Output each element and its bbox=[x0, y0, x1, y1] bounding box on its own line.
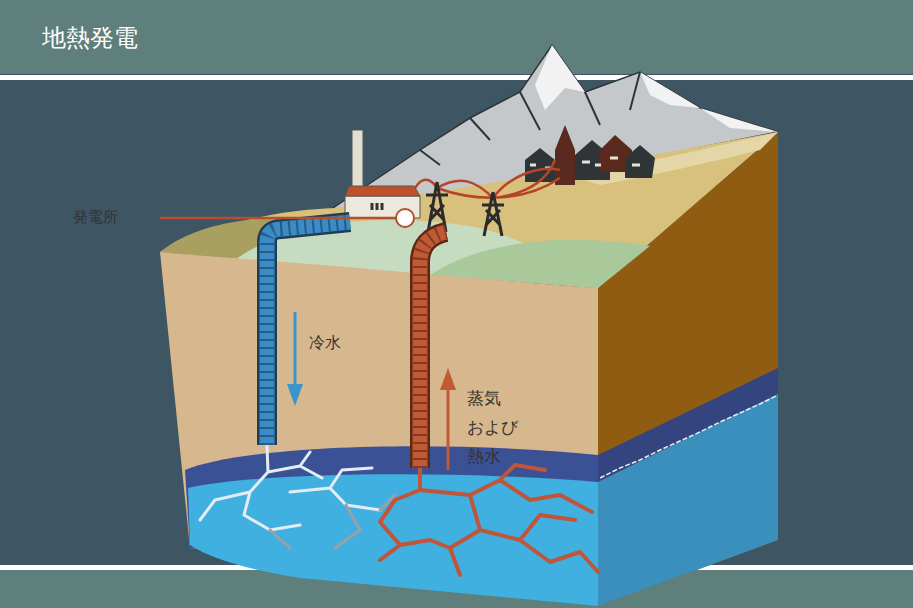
flow-arrow-up bbox=[447, 386, 450, 470]
house bbox=[555, 125, 575, 185]
pipe-ridges bbox=[267, 222, 350, 445]
leader-dot bbox=[396, 209, 414, 227]
pipe-body bbox=[420, 232, 446, 468]
house bbox=[625, 145, 655, 178]
pylon bbox=[482, 192, 504, 236]
header-band bbox=[0, 0, 913, 74]
pipe-body bbox=[267, 222, 350, 445]
arrow-head bbox=[287, 384, 303, 406]
arrow-head bbox=[440, 368, 456, 390]
plant-windows bbox=[372, 203, 382, 210]
side-aquifer bbox=[598, 394, 778, 606]
land-far bbox=[560, 132, 778, 185]
flow-label: 蒸気 および 熱水 bbox=[467, 384, 525, 471]
windows bbox=[530, 158, 640, 168]
flow-arrow-down bbox=[294, 312, 297, 388]
leader-line bbox=[160, 217, 396, 220]
pipe-outline bbox=[267, 222, 350, 445]
hot-fractures bbox=[380, 465, 598, 575]
house bbox=[525, 148, 555, 182]
plant-roof bbox=[345, 186, 420, 196]
grey-fractures bbox=[270, 495, 395, 548]
pipe-outline bbox=[420, 232, 446, 468]
injection-pipe bbox=[267, 222, 350, 445]
block-front-face bbox=[160, 252, 598, 606]
fractures bbox=[200, 446, 598, 575]
aquifer-top bbox=[185, 446, 598, 606]
mountain-snow bbox=[535, 45, 778, 132]
flow-label: 冷水 bbox=[309, 333, 341, 354]
pipe-ridges bbox=[420, 232, 446, 468]
production-pipe bbox=[420, 232, 446, 468]
header-rule bbox=[0, 75, 913, 80]
side-water-line bbox=[600, 396, 776, 478]
chimney bbox=[352, 130, 363, 192]
title: 地熱発電 bbox=[42, 22, 138, 54]
callout-label: 発電所 bbox=[73, 208, 118, 227]
